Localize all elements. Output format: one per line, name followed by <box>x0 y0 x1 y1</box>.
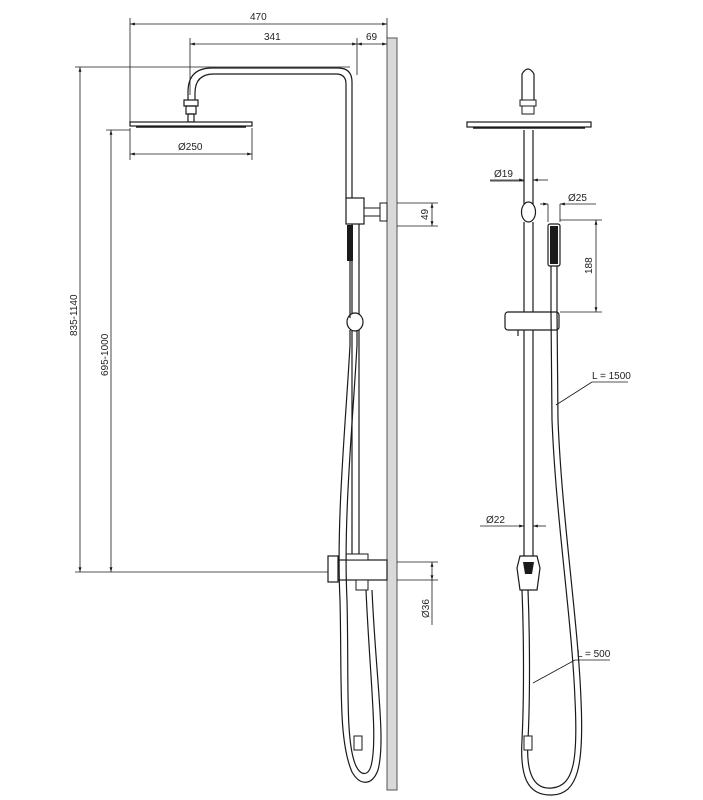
dimension-head-diameter: Ø250 <box>129 128 253 160</box>
dim-label-341: 341 <box>264 32 281 43</box>
front-holder-clamp <box>504 311 560 336</box>
diverter-valve <box>327 553 388 591</box>
dim-label-19: Ø19 <box>494 169 513 180</box>
label-hose-500: L = 500 <box>577 649 611 660</box>
dimension-head-height: 695-1000 <box>100 129 130 572</box>
leader-hose-1500: L = 1500 <box>555 371 631 406</box>
dim-label-188: 188 <box>584 257 595 274</box>
dimension-hand-shower-length: 188 <box>560 219 602 313</box>
front-view: Ø19 Ø25 188 <box>466 68 631 796</box>
dim-label-69: 69 <box>366 32 378 43</box>
front-hose <box>521 311 583 796</box>
shower-head <box>129 121 253 128</box>
shower-arm <box>183 67 353 198</box>
riser-pipe <box>345 197 388 555</box>
dim-label-250: Ø250 <box>178 142 203 153</box>
dimension-diverter-diameter: Ø36 <box>397 561 438 625</box>
shower-hose <box>338 330 382 783</box>
dim-label-25: Ø25 <box>568 193 587 204</box>
dim-label-22: Ø22 <box>486 515 505 526</box>
dimension-lower-pipe-diameter: Ø22 <box>480 515 546 528</box>
side-view: 470 341 69 Ø250 <box>69 12 438 791</box>
front-arm-top <box>519 68 537 115</box>
front-lower-pipe <box>516 330 541 591</box>
front-upper-pipe <box>520 130 537 312</box>
front-shower-head <box>466 121 592 129</box>
dim-label-835-1140: 835-1140 <box>69 294 80 336</box>
dimension-hand-shower-diameter: Ø25 <box>540 193 596 222</box>
dim-label-695-1000: 695-1000 <box>100 333 111 376</box>
dimension-total-width: 470 <box>129 12 388 125</box>
label-hose-1500: L = 1500 <box>592 371 631 382</box>
dimension-overall-height: 835-1140 <box>69 66 350 573</box>
front-hand-shower <box>547 223 561 312</box>
dimension-bracket-height: 49 <box>397 202 438 227</box>
dim-label-470: 470 <box>250 12 267 23</box>
dim-label-36: Ø36 <box>421 599 432 618</box>
dimension-arm-reach: 341 69 <box>189 32 387 95</box>
leader-hose-500: L = 500 <box>532 649 611 684</box>
dim-label-49: 49 <box>420 208 431 220</box>
dimension-upper-pipe-diameter: Ø19 <box>490 169 548 182</box>
wall <box>386 37 398 791</box>
